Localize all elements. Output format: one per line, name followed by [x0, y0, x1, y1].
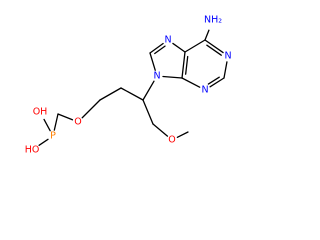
atom-label-o_methoxy: O — [168, 135, 175, 146]
atom-label-oh_top: OH — [33, 107, 48, 118]
molecule-structure: NH₂ N N N N O O P OH HO — [25, 15, 232, 156]
atom-label-n7: N — [164, 35, 171, 46]
bond-c2-n3-inner — [207, 76, 220, 85]
atom-label-n3: N — [201, 85, 208, 96]
structure-canvas: NH₂ N N N N O O P OH HO — [24, 14, 232, 156]
bond-cb-cc — [99, 87, 122, 101]
bond-cp-p — [53, 113, 59, 131]
bond-n1-c2 — [223, 61, 228, 79]
atom-label-o_ether: O — [74, 117, 81, 128]
atom-label-p: P — [50, 131, 56, 142]
bond-c4-c5-inner — [185, 55, 189, 75]
bond-n7-c8 — [149, 42, 164, 54]
bond-c6-n1-inner — [206, 44, 222, 56]
bond-n9-ca — [142, 80, 155, 101]
bond-ca-cd — [142, 99, 154, 125]
bond-o_methoxy-cme — [176, 131, 189, 138]
atom-labels-layer: NH₂ N N N N O O P OH HO — [25, 15, 232, 156]
bond-c5-n7 — [172, 42, 186, 53]
bond-p-oh_top — [43, 118, 51, 132]
bond-cd-o_methoxy — [152, 123, 169, 137]
bond-c5-c6 — [184, 39, 206, 53]
bond-c4-c5 — [181, 51, 186, 79]
bond-c6-n1 — [204, 39, 224, 54]
bond-c2-n3 — [209, 77, 225, 88]
bond-n7-c8-inner — [154, 45, 166, 55]
atom-label-n9: N — [153, 71, 160, 82]
bond-cc-o_ether — [81, 99, 101, 119]
atom-label-n1: N — [224, 51, 231, 62]
atom-label-nh2: NH₂ — [204, 15, 222, 26]
bonds-layer — [38, 29, 228, 146]
bond-ca-cb — [120, 87, 144, 101]
atom-label-oh_bottom: HO — [25, 145, 40, 156]
bond-c8-n9 — [149, 52, 156, 71]
bond-n3-c4 — [181, 77, 201, 88]
bond-o_ether-cp — [57, 113, 74, 121]
bond-p-oh_bottom — [38, 138, 49, 146]
bond-c6-nh2 — [204, 29, 210, 41]
bond-n9-c4 — [162, 75, 183, 79]
